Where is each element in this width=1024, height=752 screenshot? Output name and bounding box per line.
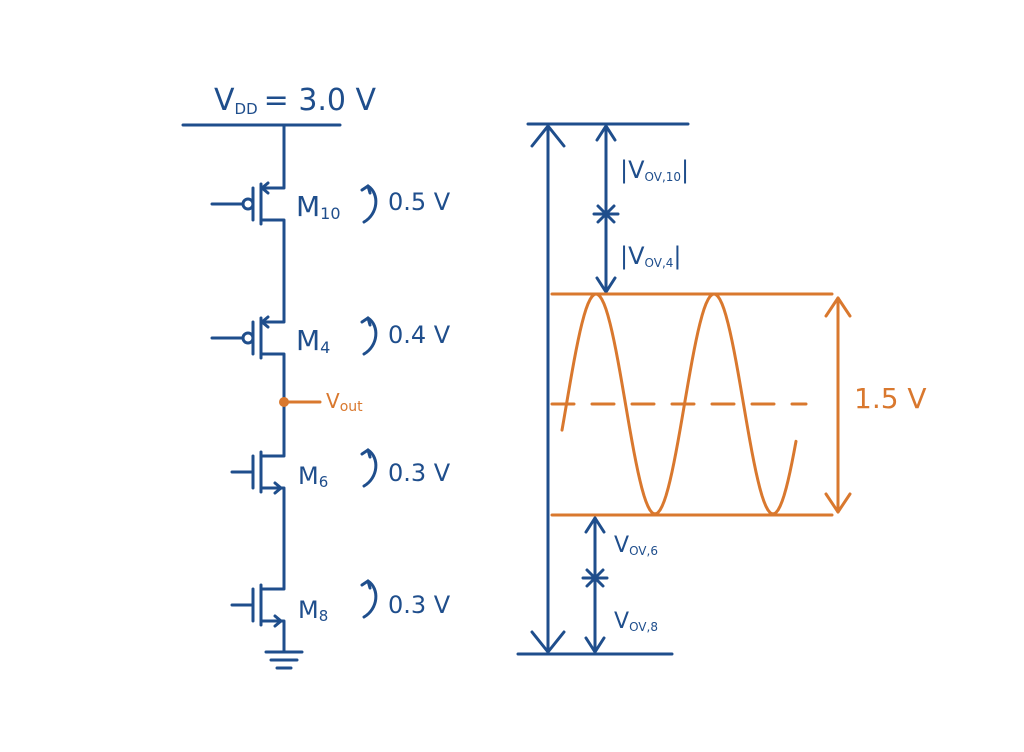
swing-arrow xyxy=(824,296,852,514)
ov10-ov4-arrows xyxy=(592,124,620,294)
m6-label: M6 xyxy=(298,462,328,491)
m10-arrowhead xyxy=(360,184,372,195)
ov4-label: |VOV,4| xyxy=(620,242,682,270)
transistor-m6 xyxy=(230,446,286,498)
m6-arrowhead xyxy=(360,448,372,459)
output-sine-wave xyxy=(560,292,798,516)
supply-symbol: V xyxy=(214,83,235,118)
m10-vgs-arrow xyxy=(362,184,378,224)
transistor-m4 xyxy=(210,313,286,364)
m8-voltage: 0.3 V xyxy=(388,591,451,619)
transistor-m10 xyxy=(210,178,286,230)
svg-text:VDD= 3.0 V: VDD = 3.0 V xyxy=(214,83,377,118)
m6-vgs-arrow xyxy=(362,448,378,488)
m4-vgs-arrow xyxy=(362,316,378,356)
supply-span-arrow xyxy=(530,124,566,654)
swing-label: 1.5 V xyxy=(854,382,927,415)
m8-label: M8 xyxy=(298,596,328,625)
m4-arrowhead xyxy=(360,316,372,327)
m10-label: M10 xyxy=(296,190,341,223)
m4-voltage: 0.4 V xyxy=(388,321,451,349)
m10-voltage: 0.5 V xyxy=(388,188,451,216)
vout-label: Vout xyxy=(326,389,363,415)
supply-label: VDD = 3.0 V xyxy=(214,83,377,118)
transistor-m8 xyxy=(230,580,286,632)
m4-label: M4 xyxy=(296,324,330,357)
ov6-ov8-arrows xyxy=(581,516,609,654)
ov6-label: VOV,6 xyxy=(614,533,658,558)
m6-voltage: 0.3 V xyxy=(388,459,451,487)
supply-subscript: DD xyxy=(235,100,258,118)
m8-vgs-arrow xyxy=(362,579,378,619)
ground-icon xyxy=(264,650,304,670)
supply-value: = 3.0 V xyxy=(264,83,377,118)
m8-arrowhead xyxy=(360,579,372,590)
ov8-label: VOV,8 xyxy=(614,609,658,634)
ov10-label: |VOV,10| xyxy=(620,156,689,184)
vout-node xyxy=(279,397,289,407)
